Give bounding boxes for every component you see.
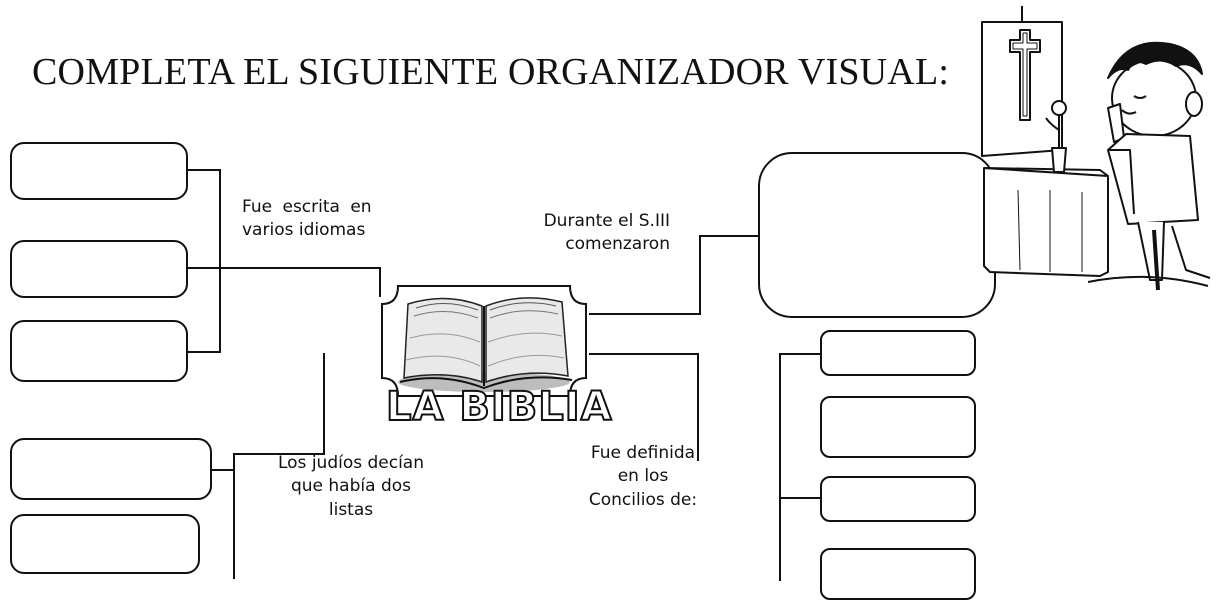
answer-box-councils-2[interactable]: [820, 396, 976, 458]
answer-box-languages-2[interactable]: [10, 240, 188, 298]
connector-jews: [233, 353, 325, 455]
connector-century: [589, 235, 759, 315]
bracket-councils: [779, 353, 821, 581]
center-bible-image: [380, 282, 588, 410]
connector-languages: [187, 267, 381, 297]
label-councils: Fue definida en los Concilios de:: [588, 443, 698, 510]
answer-box-councils-3[interactable]: [820, 476, 976, 522]
answer-box-languages-3[interactable]: [10, 320, 188, 382]
answer-box-councils-1[interactable]: [820, 330, 976, 376]
label-languages: Fue escrita en varios idiomas: [242, 197, 372, 241]
label-century: Durante el S.III comenzaron: [543, 211, 670, 255]
center-caption: LA BIBLIA: [385, 383, 613, 431]
answer-box-languages-1[interactable]: [10, 142, 188, 200]
answer-box-councils-4[interactable]: [820, 548, 976, 600]
answer-box-jews-1[interactable]: [10, 438, 212, 500]
bracket-languages: [187, 169, 221, 353]
connector-councils: [589, 353, 699, 461]
praying-boy-clipart: [958, 0, 1218, 300]
label-jews: Los judíos decían que había dos listas: [277, 453, 425, 520]
worksheet-title: COMPLETA EL SIGUIENTE ORGANIZADOR VISUAL…: [32, 51, 950, 93]
praying-boy-altar-cross-icon: [981, 6, 1211, 291]
open-book-icon: [381, 285, 587, 397]
answer-box-jews-2[interactable]: [10, 514, 200, 574]
answer-box-century[interactable]: [758, 152, 996, 318]
